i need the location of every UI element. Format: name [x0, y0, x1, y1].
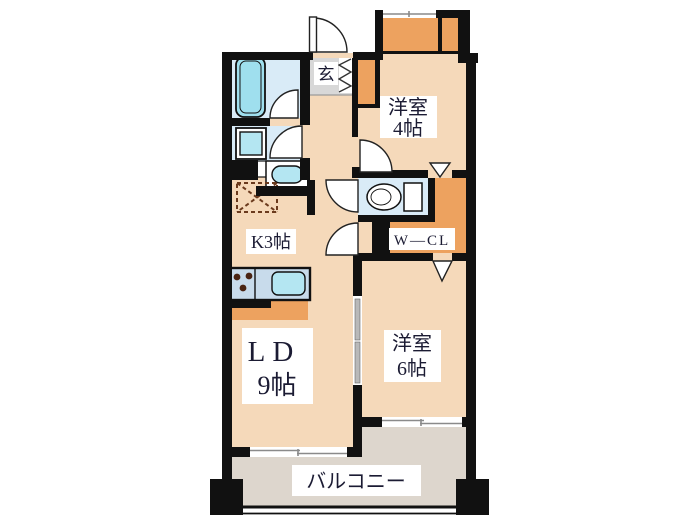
folding-door-wcl-room6-icon	[431, 260, 454, 283]
balcony-pillar-right	[456, 479, 489, 515]
toilet-door-icon	[325, 179, 359, 213]
balcony-railing	[243, 505, 457, 515]
doors	[269, 16, 454, 385]
toilet-tank	[403, 182, 423, 212]
bathroom-door-icon	[269, 89, 299, 119]
balcony-pillar-left	[210, 479, 243, 515]
room-labels: 玄 洋室 4帖 W—CL 洋室 6帖 LD 9帖 K3帖 バルコニー	[242, 62, 455, 496]
walk-in-closet-upper	[435, 178, 466, 222]
room6-size-label: 6帖	[397, 357, 427, 380]
closet-room4	[378, 18, 438, 53]
entrance-accordion-icon	[337, 58, 353, 93]
ld-name-label: LD	[248, 336, 301, 368]
room6-name-label: 洋室	[392, 332, 432, 355]
room4-size-label: 4帖	[393, 117, 423, 140]
entrance-door-leaf	[308, 16, 318, 53]
windows	[250, 10, 462, 457]
toilet-icon	[366, 183, 402, 211]
bathtub-inner	[239, 60, 262, 114]
stove-burner-icon	[245, 272, 253, 280]
balcony-label: バルコニー	[306, 471, 406, 493]
stove-burner-icon	[239, 284, 247, 292]
entrance-label: 玄	[318, 65, 335, 84]
room4-name-label: 洋室	[388, 96, 428, 119]
washroom-door-icon	[269, 125, 303, 159]
kitchen-sink-icon	[271, 271, 306, 296]
washing-machine-icon	[271, 165, 304, 184]
toilet-bowl-inner	[370, 188, 392, 206]
ld-size-label: 9帖	[257, 371, 296, 400]
room4-door-icon	[359, 139, 393, 173]
wcl-label: W—CL	[394, 233, 450, 249]
sliding-door-panel	[354, 341, 361, 384]
sliding-door-panel	[354, 298, 361, 341]
window-room6-balcony	[382, 417, 462, 427]
closet-room4-small	[442, 18, 458, 53]
kitchen-counter-shadow	[225, 297, 271, 308]
hall-ld-door-icon	[325, 222, 359, 256]
shoe-cabinet	[358, 58, 375, 104]
washbasin-bowl	[239, 131, 263, 156]
stove-burner-icon	[233, 273, 241, 281]
sliding-door-track	[353, 296, 362, 385]
kitchen-label: K3帖	[251, 232, 291, 252]
folding-door-room4-wcl-icon	[428, 162, 452, 179]
